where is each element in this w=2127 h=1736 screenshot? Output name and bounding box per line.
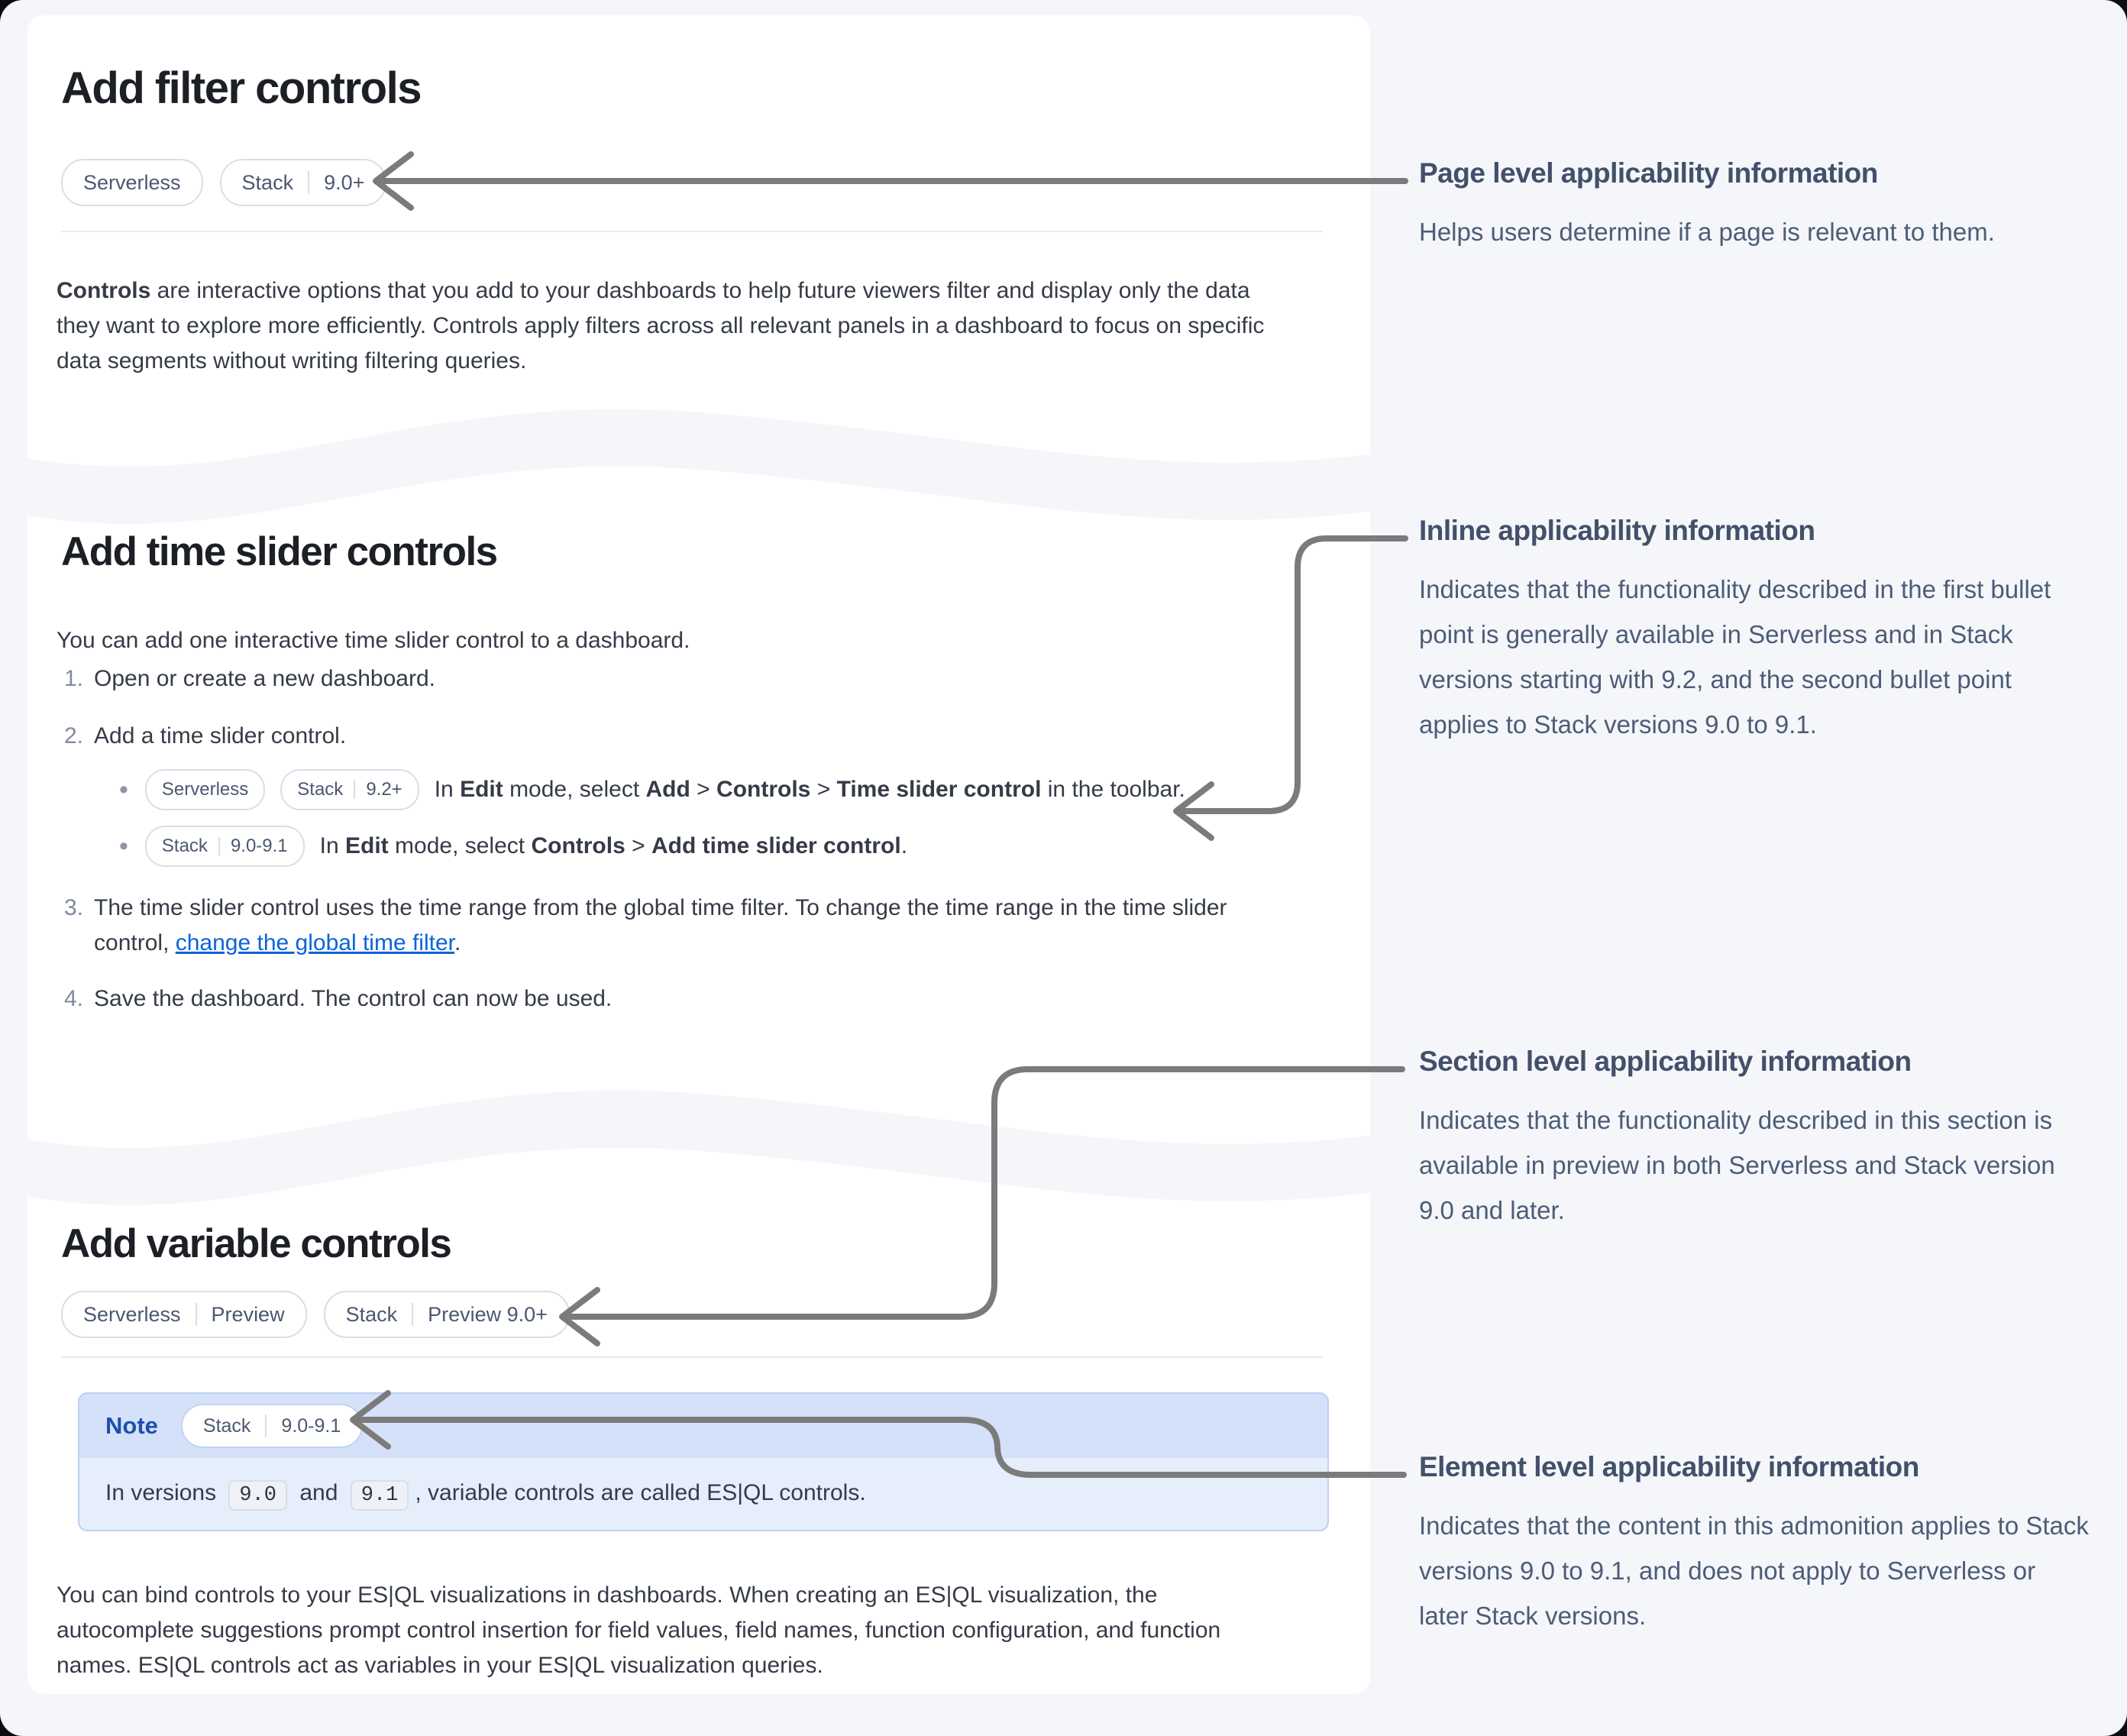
list-item-text: In Edit mode, select Add > Controls > Ti… (434, 777, 1185, 802)
note-text: In versions 9.0 and 9.1, variable contro… (105, 1479, 866, 1511)
badge-label: Stack (241, 170, 294, 194)
page-applies-badges: Serverless Stack 9.0+ (61, 159, 387, 206)
list-item: • Stack 9.0-9.1 In Edit mode, select Con… (119, 826, 907, 867)
closing-paragraph: You can bind controls to your ES|QL visu… (57, 1582, 1221, 1678)
section-title-time-slider: Add time slider controls (61, 529, 498, 574)
section-intro: You can add one interactive time slider … (57, 628, 690, 653)
annotation-heading: Inline applicability information (1419, 515, 1815, 546)
step-text: Save the dashboard. The control can now … (94, 986, 613, 1011)
annotation-section-level: Section level applicability information … (1419, 1046, 2106, 1233)
section-title-variable: Add variable controls (61, 1221, 452, 1266)
step-text: Open or create a new dashboard. (94, 666, 435, 691)
bullet-dot: • (119, 831, 128, 861)
annotation-heading: Element level applicability information (1419, 1451, 1919, 1482)
annotation-inline-level: Inline applicability information Indicat… (1419, 515, 2106, 747)
step-text: Add a time slider control. (94, 723, 347, 748)
serverless-badge[interactable]: Serverless (61, 159, 203, 206)
badge-label: Stack (297, 779, 344, 800)
stack-version-badge[interactable]: Stack 9.0-9.1 (180, 1404, 364, 1448)
annotation-heading: Page level applicability information (1419, 157, 1878, 189)
bullet-dot: • (119, 774, 128, 804)
step-number: 3. (64, 895, 84, 920)
annotation-body: Indicates that the content in this admon… (1419, 1511, 2089, 1630)
paragraph-text: are interactive options that you add to … (57, 278, 1265, 373)
page-title: Add filter controls (61, 63, 422, 113)
note-label: Note (105, 1412, 158, 1439)
note-header: Note Stack 9.0-9.1 (79, 1394, 1327, 1458)
stack-version-badge[interactable]: Stack 9.0-9.1 (144, 826, 305, 867)
badge-lifecycle: Preview (211, 1302, 285, 1326)
content-column: Add filter controls Serverless Stack 9.0… (27, 15, 1370, 1694)
badge-divider (265, 1414, 267, 1437)
version-code-chip: 9.0 (228, 1479, 288, 1511)
global-time-filter-link[interactable]: change the global time filter (175, 930, 454, 955)
badge-version: 9.0-9.1 (230, 836, 288, 856)
stack-version-badge[interactable]: Stack 9.2+ (280, 769, 419, 810)
annotation-page-level: Page level applicability information Hel… (1419, 157, 2106, 254)
annotation-body: Indicates that the functionality describ… (1419, 1106, 2055, 1224)
badge-lifecycle-version: Preview 9.0+ (428, 1302, 548, 1326)
stack-preview-badge[interactable]: Stack Preview 9.0+ (323, 1291, 570, 1338)
step-number: 2. (64, 723, 84, 748)
note-body: In versions 9.0 and 9.1, variable contro… (79, 1458, 1327, 1528)
serverless-preview-badge[interactable]: Serverless Preview (61, 1291, 307, 1338)
section-applies-badges: Serverless Preview Stack Preview 9.0+ (61, 1291, 570, 1338)
ordered-step: 4. Save the dashboard. The control can n… (64, 981, 612, 1017)
stack-version-badge[interactable]: Stack 9.0+ (219, 159, 387, 206)
badge-label: Stack (345, 1302, 398, 1326)
note-admonition: Note Stack 9.0-9.1 In versions 9.0 and 9… (78, 1392, 1329, 1531)
annotation-heading: Section level applicability information (1419, 1046, 1912, 1077)
badge-label: Serverless (83, 1302, 181, 1326)
badge-version: 9.0-9.1 (281, 1414, 341, 1437)
badge-label: Serverless (161, 779, 249, 800)
ordered-step: 3. The time slider control uses the time… (64, 891, 1270, 961)
list-item: • Serverless Stack 9.2+ In Edit mode, se… (119, 769, 1185, 810)
list-item-text: In Edit mode, select Controls > Add time… (319, 833, 908, 858)
serverless-badge[interactable]: Serverless (144, 769, 266, 810)
wave-divider (27, 1090, 1370, 1205)
intro-paragraph: Controls are interactive options that yo… (57, 273, 1267, 379)
annotation-body: Helps users determine if a page is relev… (1419, 218, 1995, 246)
wave-divider (27, 409, 1370, 524)
badge-version: 9.0+ (324, 170, 365, 194)
ordered-step: 2. Add a time slider control. (64, 719, 346, 754)
badge-label: Stack (202, 1414, 251, 1437)
step-number: 4. (64, 986, 84, 1011)
version-code-chip: 9.1 (350, 1479, 409, 1511)
badge-divider (218, 837, 220, 855)
badge-divider (354, 781, 356, 799)
annotation-element-level: Element level applicability information … (1419, 1451, 2106, 1638)
step-text: The time slider control uses the time ra… (94, 895, 1227, 955)
ordered-step: 1. Open or create a new dashboard. (64, 661, 435, 697)
horizontal-rule (61, 231, 1323, 232)
badge-label: Serverless (83, 170, 181, 194)
badge-label: Stack (161, 836, 208, 856)
badge-divider (412, 1303, 414, 1326)
badge-divider (195, 1303, 197, 1326)
step-number: 1. (64, 666, 84, 691)
horizontal-rule (61, 1356, 1323, 1358)
annotation-body: Indicates that the functionality describ… (1419, 575, 2051, 739)
bold-text: Controls (57, 278, 151, 303)
badge-divider (308, 171, 310, 194)
badge-version: 9.2+ (366, 779, 402, 800)
